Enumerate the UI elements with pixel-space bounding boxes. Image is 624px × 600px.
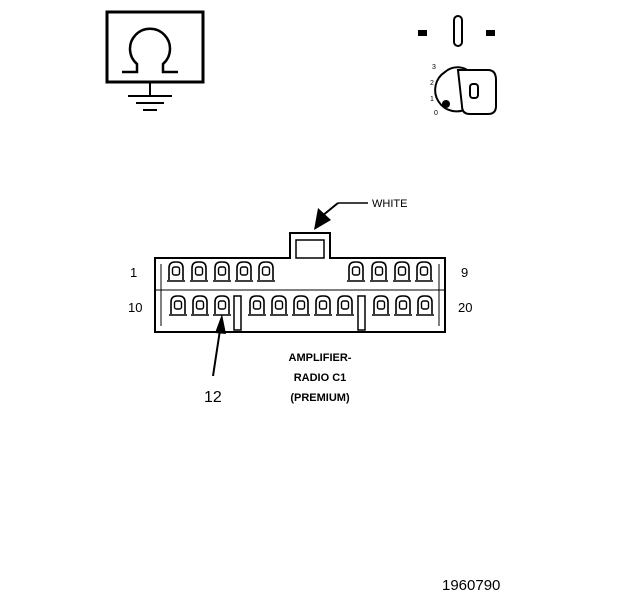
ground-symbol-icon (105, 10, 205, 111)
ignition-position-2: 2 (430, 80, 434, 87)
bottom-pin-cavity (372, 295, 390, 316)
top-row-pins (167, 261, 433, 282)
connector-name-line3: (PREMIUM) (290, 392, 350, 404)
ignition-position-1: 1 (430, 96, 434, 103)
bottom-pin-cavity (191, 295, 209, 316)
connector-name-line1: AMPLIFIER- (289, 352, 352, 364)
top-pin-cavity (167, 261, 185, 282)
highlighted-pin-label: 12 (204, 389, 222, 406)
top-pin-cavity (257, 261, 275, 282)
figure-number: 1960790 (442, 577, 500, 594)
connector-color-callout: WHITE (314, 198, 407, 230)
top-pin-cavity (370, 261, 388, 282)
bottom-pin-cavity (314, 295, 332, 316)
top-pin-cavity (347, 261, 365, 282)
pin-label-first-top: 1 (130, 265, 137, 280)
pin-label-last-bottom: 20 (458, 300, 472, 315)
pin-12-callout: 12 (204, 314, 226, 406)
connector-color-label: WHITE (372, 198, 407, 210)
pin-label-first-bottom: 10 (128, 300, 142, 315)
ignition-position-0: 0 (434, 110, 438, 117)
top-pin-cavity (190, 261, 208, 282)
bottom-pin-cavity (270, 295, 288, 316)
top-pin-cavity (235, 261, 253, 282)
bottom-pin-cavity (248, 295, 266, 316)
ignition-position-3: 3 (432, 64, 436, 71)
bottom-pin-cavity (416, 295, 434, 316)
pin-label-last-top: 9 (461, 265, 468, 280)
bottom-row-pins (169, 295, 434, 316)
connector-name-line2: RADIO C1 (294, 372, 347, 384)
ignition-key-icon: 3 2 1 0 (418, 15, 497, 117)
top-pin-cavity (415, 261, 433, 282)
top-pin-cavity (393, 261, 411, 282)
top-pin-cavity (213, 261, 231, 282)
connector-body (154, 232, 446, 333)
bottom-pin-cavity (336, 295, 354, 316)
bottom-pin-cavity (292, 295, 310, 316)
bottom-pin-cavity (394, 295, 412, 316)
bottom-pin-cavity (169, 295, 187, 316)
